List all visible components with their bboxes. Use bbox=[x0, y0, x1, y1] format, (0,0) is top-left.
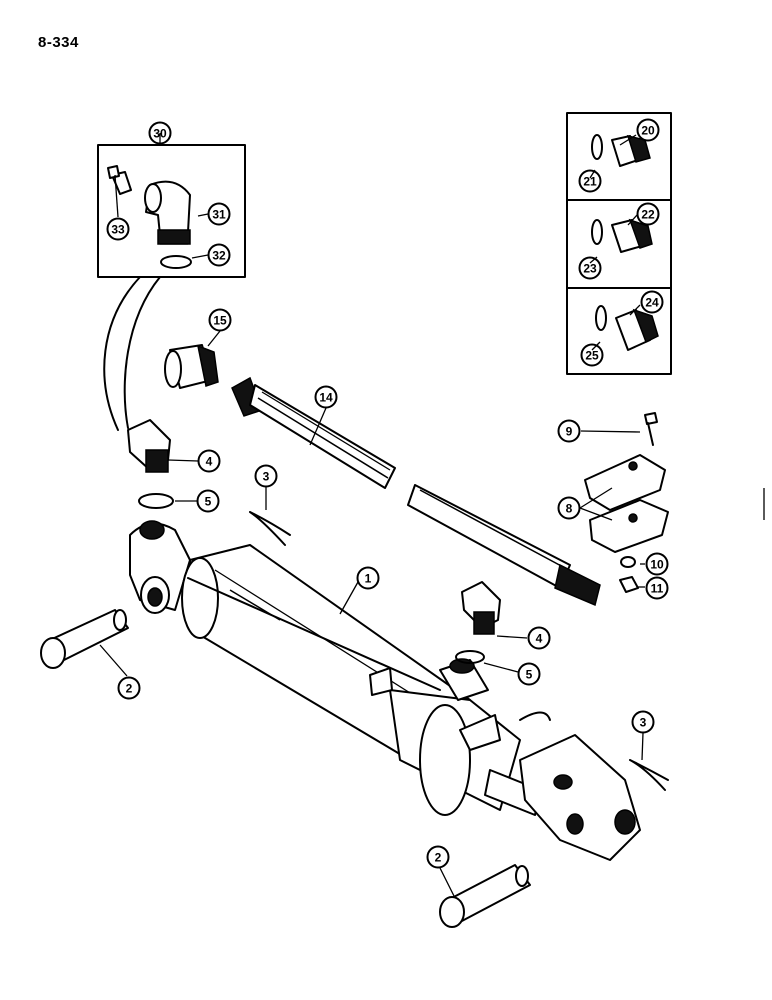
callout-20: 20 bbox=[636, 118, 660, 142]
svg-text:25: 25 bbox=[585, 349, 599, 363]
svg-text:22: 22 bbox=[641, 208, 655, 222]
callout-2-left: 2 bbox=[117, 676, 141, 700]
bolt-9 bbox=[644, 412, 658, 446]
o-ring-5-left bbox=[138, 493, 174, 509]
clip-3-left bbox=[249, 511, 291, 546]
clamp-8 bbox=[584, 454, 669, 553]
o-ring-5-right bbox=[455, 650, 485, 664]
callout-21: 21 bbox=[578, 169, 602, 193]
svg-text:11: 11 bbox=[651, 582, 664, 596]
svg-text:2: 2 bbox=[126, 682, 133, 696]
callout-10: 10 bbox=[645, 552, 669, 576]
callout-23: 23 bbox=[578, 256, 602, 280]
coupler-15 bbox=[164, 344, 219, 389]
svg-text:10: 10 bbox=[650, 558, 664, 572]
callout-24: 24 bbox=[640, 290, 664, 314]
pin-2-right bbox=[439, 864, 531, 928]
adapter-22 bbox=[591, 218, 653, 253]
callout-3-left: 3 bbox=[254, 464, 278, 488]
svg-text:4: 4 bbox=[206, 455, 213, 469]
svg-text:21: 21 bbox=[583, 175, 597, 189]
hydraulic-cylinder-1 bbox=[129, 520, 641, 861]
callout-33: 33 bbox=[106, 217, 130, 241]
adapter-20 bbox=[591, 134, 651, 167]
svg-text:33: 33 bbox=[111, 223, 125, 237]
clip-3-right bbox=[629, 759, 669, 791]
svg-text:24: 24 bbox=[645, 296, 659, 310]
page-number: 8-334 bbox=[38, 34, 79, 51]
svg-text:30: 30 bbox=[153, 127, 167, 141]
svg-text:4: 4 bbox=[536, 632, 543, 646]
elbow-fitting-31 bbox=[144, 180, 191, 245]
svg-text:5: 5 bbox=[205, 495, 212, 509]
callout-5-right: 5 bbox=[517, 662, 541, 686]
callout-32: 32 bbox=[207, 243, 231, 267]
nut-11 bbox=[619, 576, 639, 593]
callout-14: 14 bbox=[314, 385, 338, 409]
sensor-33 bbox=[107, 165, 132, 195]
svg-text:15: 15 bbox=[213, 314, 227, 328]
callout-11: 11 bbox=[645, 576, 669, 600]
callout-3-right: 3 bbox=[631, 710, 655, 734]
elbow-fitting-4-left bbox=[127, 419, 171, 473]
adapter-24 bbox=[595, 305, 659, 351]
elbow-fitting-4-right bbox=[461, 581, 501, 635]
svg-text:9: 9 bbox=[566, 425, 573, 439]
svg-text:8: 8 bbox=[566, 502, 573, 516]
inset-30-box bbox=[97, 144, 246, 431]
svg-text:23: 23 bbox=[583, 262, 597, 276]
svg-text:5: 5 bbox=[526, 668, 533, 682]
o-ring-32 bbox=[160, 255, 192, 269]
callout-5-left: 5 bbox=[196, 489, 220, 513]
callout-15: 15 bbox=[208, 308, 232, 332]
callout-1: 1 bbox=[356, 566, 380, 590]
callout-8: 8 bbox=[557, 496, 581, 520]
callout-30: 30 bbox=[148, 121, 172, 145]
callout-2-right: 2 bbox=[426, 845, 450, 869]
pin-2-left bbox=[40, 609, 129, 669]
svg-text:3: 3 bbox=[640, 716, 647, 730]
svg-text:2: 2 bbox=[435, 851, 442, 865]
svg-text:1: 1 bbox=[365, 572, 372, 586]
callout-31: 31 bbox=[207, 202, 231, 226]
callout-4-right: 4 bbox=[527, 626, 551, 650]
tube-14 bbox=[231, 376, 601, 607]
callout-4-left: 4 bbox=[197, 449, 221, 473]
callout-9: 9 bbox=[557, 419, 581, 443]
callout-25: 25 bbox=[580, 343, 604, 367]
callout-22: 22 bbox=[636, 202, 660, 226]
svg-text:31: 31 bbox=[212, 208, 226, 222]
svg-text:14: 14 bbox=[319, 391, 333, 405]
washer-10 bbox=[620, 556, 636, 568]
fittings-box bbox=[566, 112, 672, 375]
svg-text:3: 3 bbox=[263, 470, 270, 484]
svg-text:20: 20 bbox=[641, 124, 655, 138]
callout-leaders bbox=[99, 133, 645, 897]
svg-text:32: 32 bbox=[212, 249, 226, 263]
